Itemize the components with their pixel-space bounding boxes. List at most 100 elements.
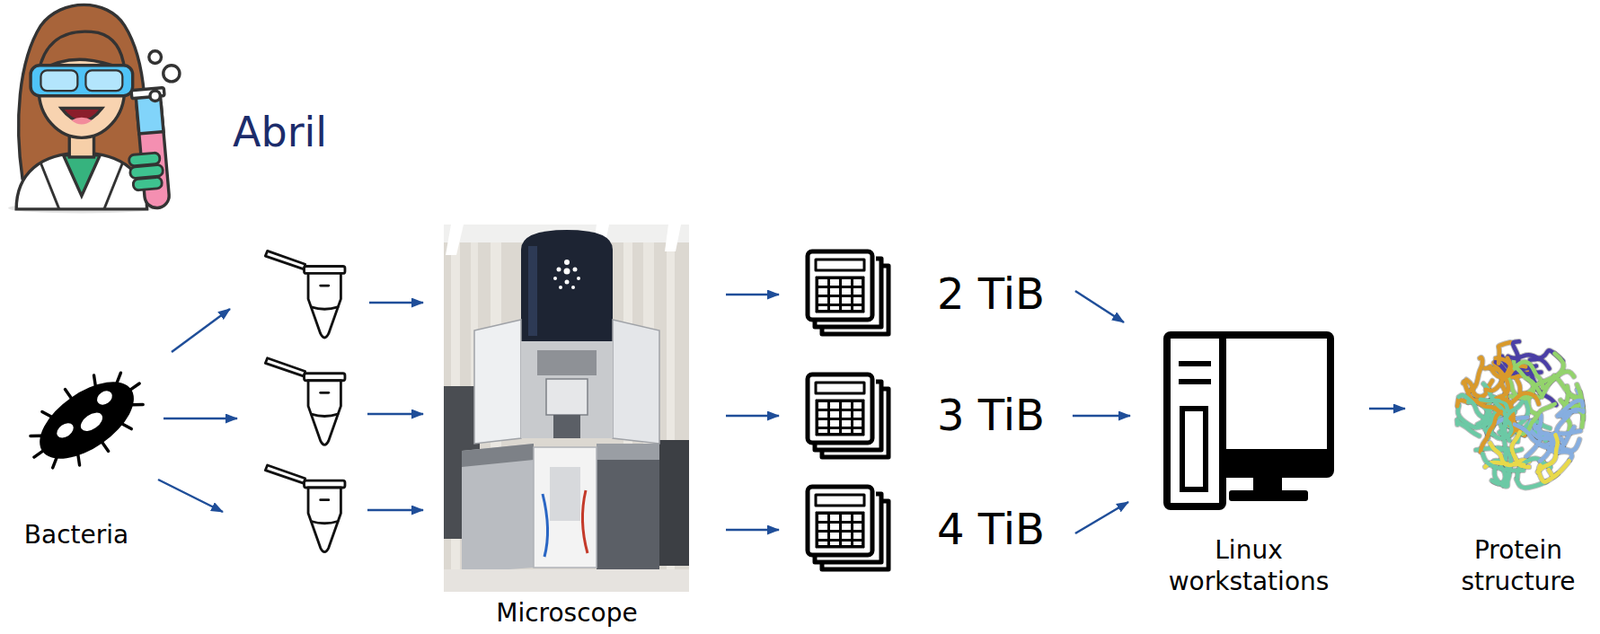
protein-ribbon-shade [1457, 399, 1468, 407]
flow-arrow [725, 529, 779, 532]
protein-ribbon [1537, 433, 1554, 461]
protein-ribbon [1557, 400, 1583, 416]
microscope-photo-part [549, 467, 581, 522]
workstation-icon-part [1178, 379, 1212, 385]
bacteria-icon-part-part [64, 389, 71, 399]
microscope-photo-part [521, 229, 613, 342]
organism-node: Bacteria [4, 368, 149, 551]
protein-ribbon [1485, 358, 1511, 391]
microscope-photo-part [461, 443, 534, 468]
microscope-photo-part [553, 415, 581, 439]
protein-structure-render [1457, 341, 1583, 488]
microscope-photo-part [445, 224, 464, 256]
scientist-icon-part [85, 70, 123, 91]
bacteria-icon-part [12, 353, 161, 489]
bacteria-icon-part-part [34, 450, 44, 458]
microscope-photo-part [443, 224, 690, 593]
scientist-icon-part [163, 65, 180, 82]
dataset-icon [807, 486, 889, 570]
microscope-photo-part [596, 443, 660, 460]
bacteria-icon-part [26, 366, 148, 474]
protein-ribbon [1504, 401, 1523, 441]
dataset-node: 2 TiB [804, 249, 1051, 340]
flow-arrow [1369, 407, 1406, 411]
workstation-icon-part [1228, 490, 1309, 502]
flow-arrows-part [163, 417, 238, 421]
microscope-photo-part-part [564, 259, 570, 266]
result-node: Protein structure [1439, 332, 1598, 598]
protein-ribbon [1468, 357, 1483, 392]
microscope-photo-part [612, 319, 660, 444]
workstation-icon [1166, 335, 1331, 507]
microscope-photo-part [596, 443, 660, 570]
protein-ribbon [1482, 453, 1523, 471]
scientist-icon-part [30, 65, 133, 97]
microscope-photo-part-part [573, 267, 578, 273]
person-name: Abril [232, 107, 328, 158]
microscope-photo-part [537, 350, 597, 376]
dataset-icon [807, 374, 889, 458]
node-label: Microscope [495, 597, 637, 629]
microscope-photo-part [474, 319, 522, 444]
bacteria-icon-part [77, 408, 106, 435]
workstation-icon-part [1166, 335, 1223, 507]
workstation-icon-part [1178, 361, 1212, 367]
sample-tube [265, 465, 345, 553]
workstation-icon-part [1182, 408, 1206, 490]
dataset-node: 3 TiB [804, 371, 1051, 461]
scientist-icon-part-part [132, 176, 163, 191]
bacteria-icon-part-part [113, 372, 124, 383]
microscope-photo-part-part [576, 276, 581, 281]
scientist-icon-part [149, 51, 162, 64]
microscope-photo-part [443, 569, 690, 593]
microscope-photo-part-part [558, 285, 563, 290]
flow-arrows-part [369, 301, 424, 305]
microscope-photo-part-part [556, 267, 562, 273]
microscope-photo-part-part [565, 280, 570, 285]
scientist-icon-part [40, 163, 123, 210]
bacteria-icon-part [53, 420, 77, 442]
scientist-icon-part [150, 90, 160, 101]
protein-ribbon [1458, 395, 1491, 420]
microscope-photo [443, 224, 690, 593]
protein-ribbon [1511, 432, 1530, 468]
protein-ribbon [1514, 362, 1543, 389]
flow-arrow [725, 293, 779, 297]
scientist-icon-part [71, 117, 93, 125]
node-label: Bacteria [24, 519, 129, 551]
protein-ribbon [1457, 399, 1468, 407]
flow-arrows-part [367, 413, 424, 416]
protein-ribbon [1538, 434, 1558, 472]
dataset-icon [807, 251, 889, 335]
workstation-node: Linux workstations [1155, 327, 1343, 598]
microscope-photo-part [533, 447, 597, 568]
scientist-icon-part-part [135, 93, 170, 210]
microscope-photo-part [521, 341, 613, 439]
node-label: 4 TiB [937, 503, 1045, 557]
flow-arrows-part [171, 309, 230, 353]
flow-arrow [1072, 415, 1131, 418]
node-label: Protein structure [1439, 534, 1598, 598]
node-label: 3 TiB [937, 389, 1045, 442]
microscope-photo-part [542, 494, 549, 557]
node-label: 2 TiB [937, 268, 1045, 321]
sample-tubes [265, 250, 345, 552]
scientist-icon-part [62, 155, 100, 196]
microscope-photo-part-part [571, 285, 575, 290]
bacteria-icon-part-part [49, 457, 61, 468]
dataset-icons [807, 251, 889, 570]
node-label: Linux workstations [1155, 534, 1343, 598]
microscope-photo-part [582, 490, 588, 554]
flow-arrow [1075, 502, 1129, 534]
microscope-photo-part [553, 259, 581, 290]
microscope-photo-part [528, 246, 538, 336]
protein-ribbon [1544, 353, 1564, 389]
scientist-icon-part [123, 88, 175, 211]
scientist-icon-part [18, 4, 146, 178]
flow-arrows-part [367, 509, 424, 513]
bacteria-icon-part [94, 388, 115, 408]
microscope-photo-part [546, 379, 588, 416]
microscope-photo-part [657, 440, 690, 566]
